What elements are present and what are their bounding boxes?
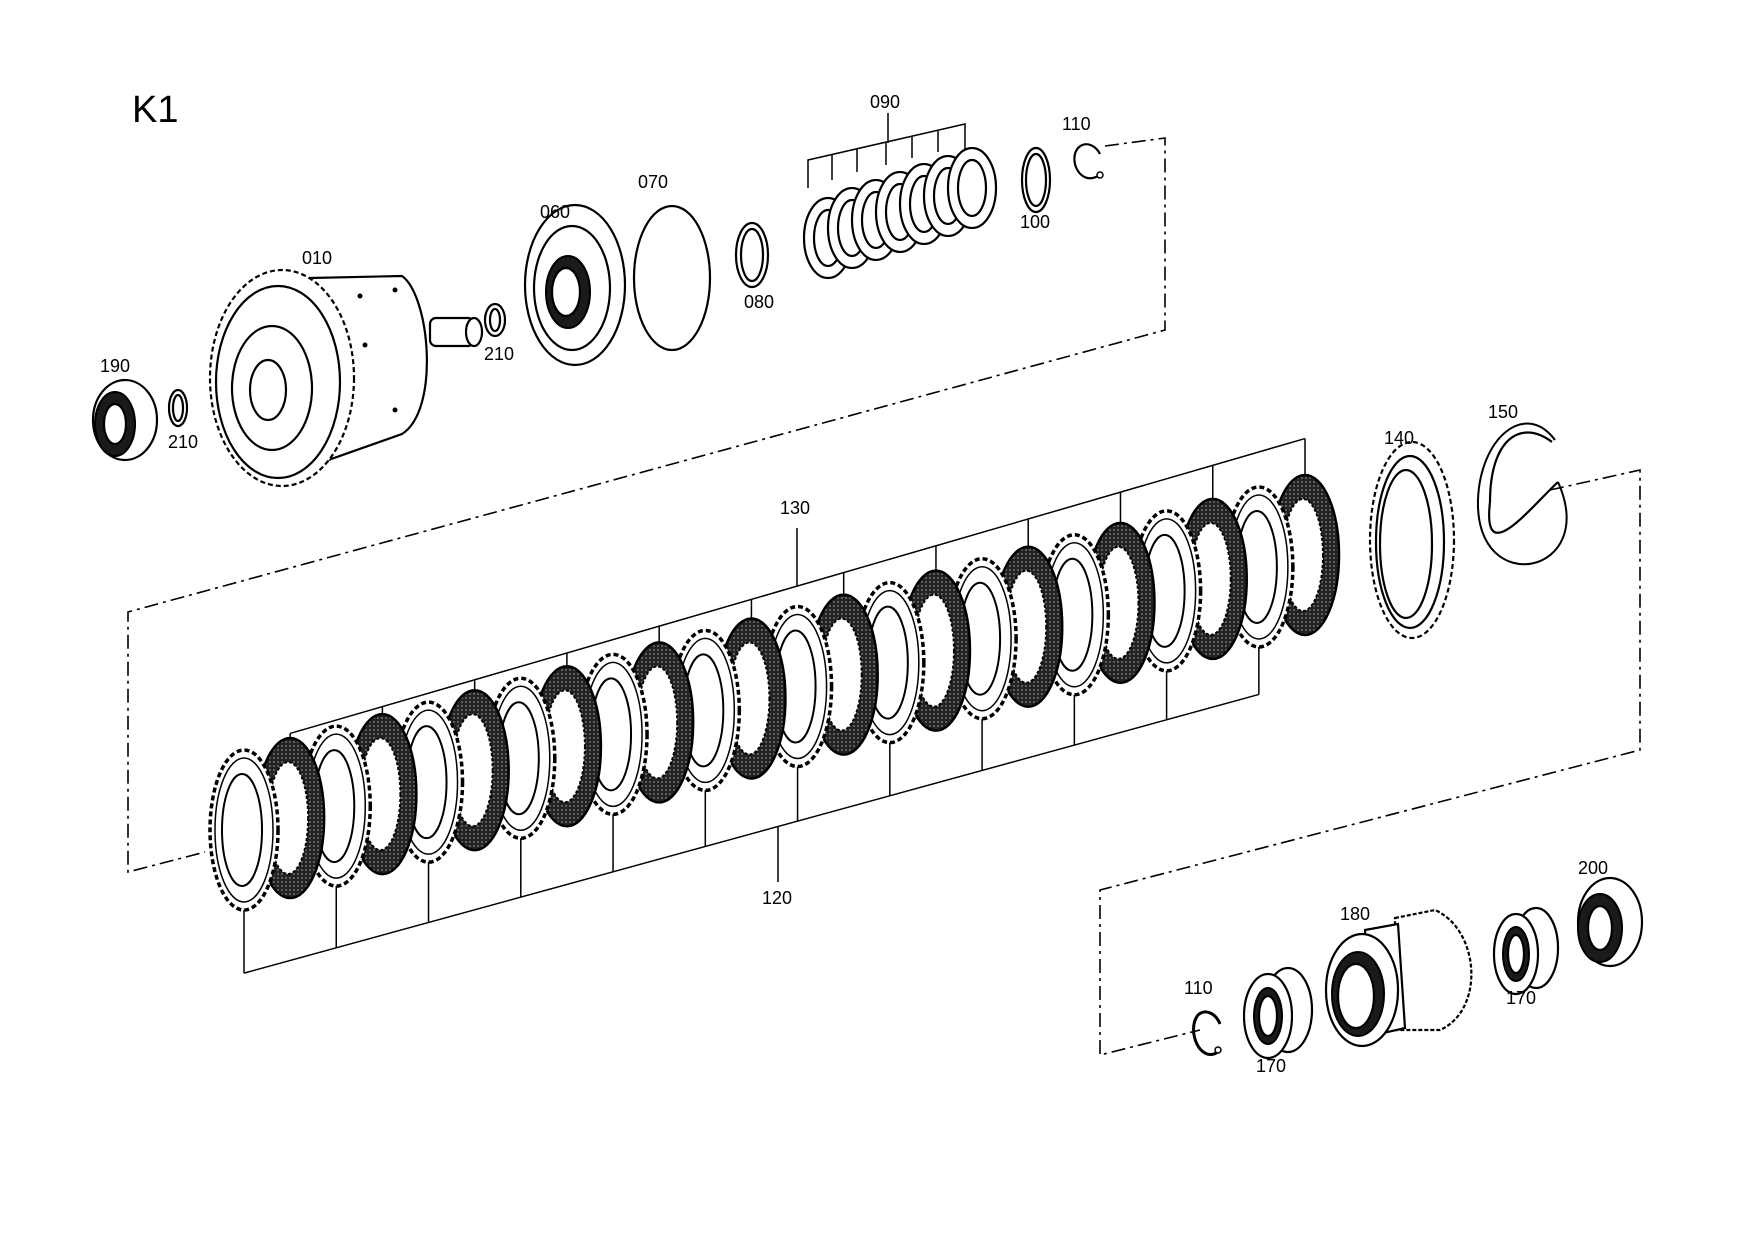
part-090-spring-washers	[802, 113, 998, 280]
label-210-left: 210	[168, 432, 198, 452]
part-210-ring-left	[167, 388, 189, 428]
part-110-snap-ring-bottom	[1192, 1010, 1222, 1056]
label-150: 150	[1488, 402, 1518, 422]
label-090: 090	[870, 92, 900, 112]
label-100: 100	[1020, 212, 1050, 232]
steel-plate	[208, 748, 280, 912]
part-170-needle-bearing-left	[1242, 966, 1314, 1060]
label-140: 140	[1384, 428, 1414, 448]
bracket-130	[289, 437, 1306, 739]
label-060: 060	[540, 202, 570, 222]
label-180: 180	[1340, 904, 1370, 924]
part-200-bearing	[1576, 876, 1644, 968]
label-070: 070	[638, 172, 668, 192]
part-170-needle-bearing-right	[1492, 906, 1560, 996]
part-080-seal-ring	[734, 221, 770, 289]
clutch-plate-pack	[208, 473, 1341, 912]
part-100-ring	[1020, 146, 1052, 214]
label-010: 010	[302, 248, 332, 268]
label-170-left: 170	[1256, 1056, 1286, 1076]
diagram-title: K1	[132, 89, 178, 131]
part-060-piston	[523, 203, 627, 367]
part-180-gear	[1324, 908, 1473, 1048]
part-070-seal-ring	[632, 204, 712, 352]
label-190: 190	[100, 356, 130, 376]
label-130: 130	[780, 498, 810, 518]
label-170-right: 170	[1506, 988, 1536, 1008]
label-080: 080	[744, 292, 774, 312]
assembly-lines	[127, 137, 1641, 1057]
part-010-clutch-drum	[208, 268, 484, 488]
label-210-right: 210	[484, 344, 514, 364]
part-140-end-plate	[1368, 440, 1456, 640]
label-120: 120	[762, 888, 792, 908]
part-190-bearing	[91, 378, 159, 462]
part-210-ring-right	[483, 302, 507, 338]
label-200: 200	[1578, 858, 1608, 878]
part-labels: 010 060 070 080 090 100 110 190 210 210 …	[100, 92, 1608, 1076]
bracket-120	[243, 646, 1260, 974]
label-110-top: 110	[1062, 114, 1091, 134]
label-110-bottom: 110	[1184, 978, 1213, 998]
part-110-snap-ring-top	[1073, 143, 1104, 180]
leader-line	[243, 693, 1260, 974]
steel-plate	[946, 556, 1018, 721]
part-150-snap-ring	[1476, 422, 1568, 566]
